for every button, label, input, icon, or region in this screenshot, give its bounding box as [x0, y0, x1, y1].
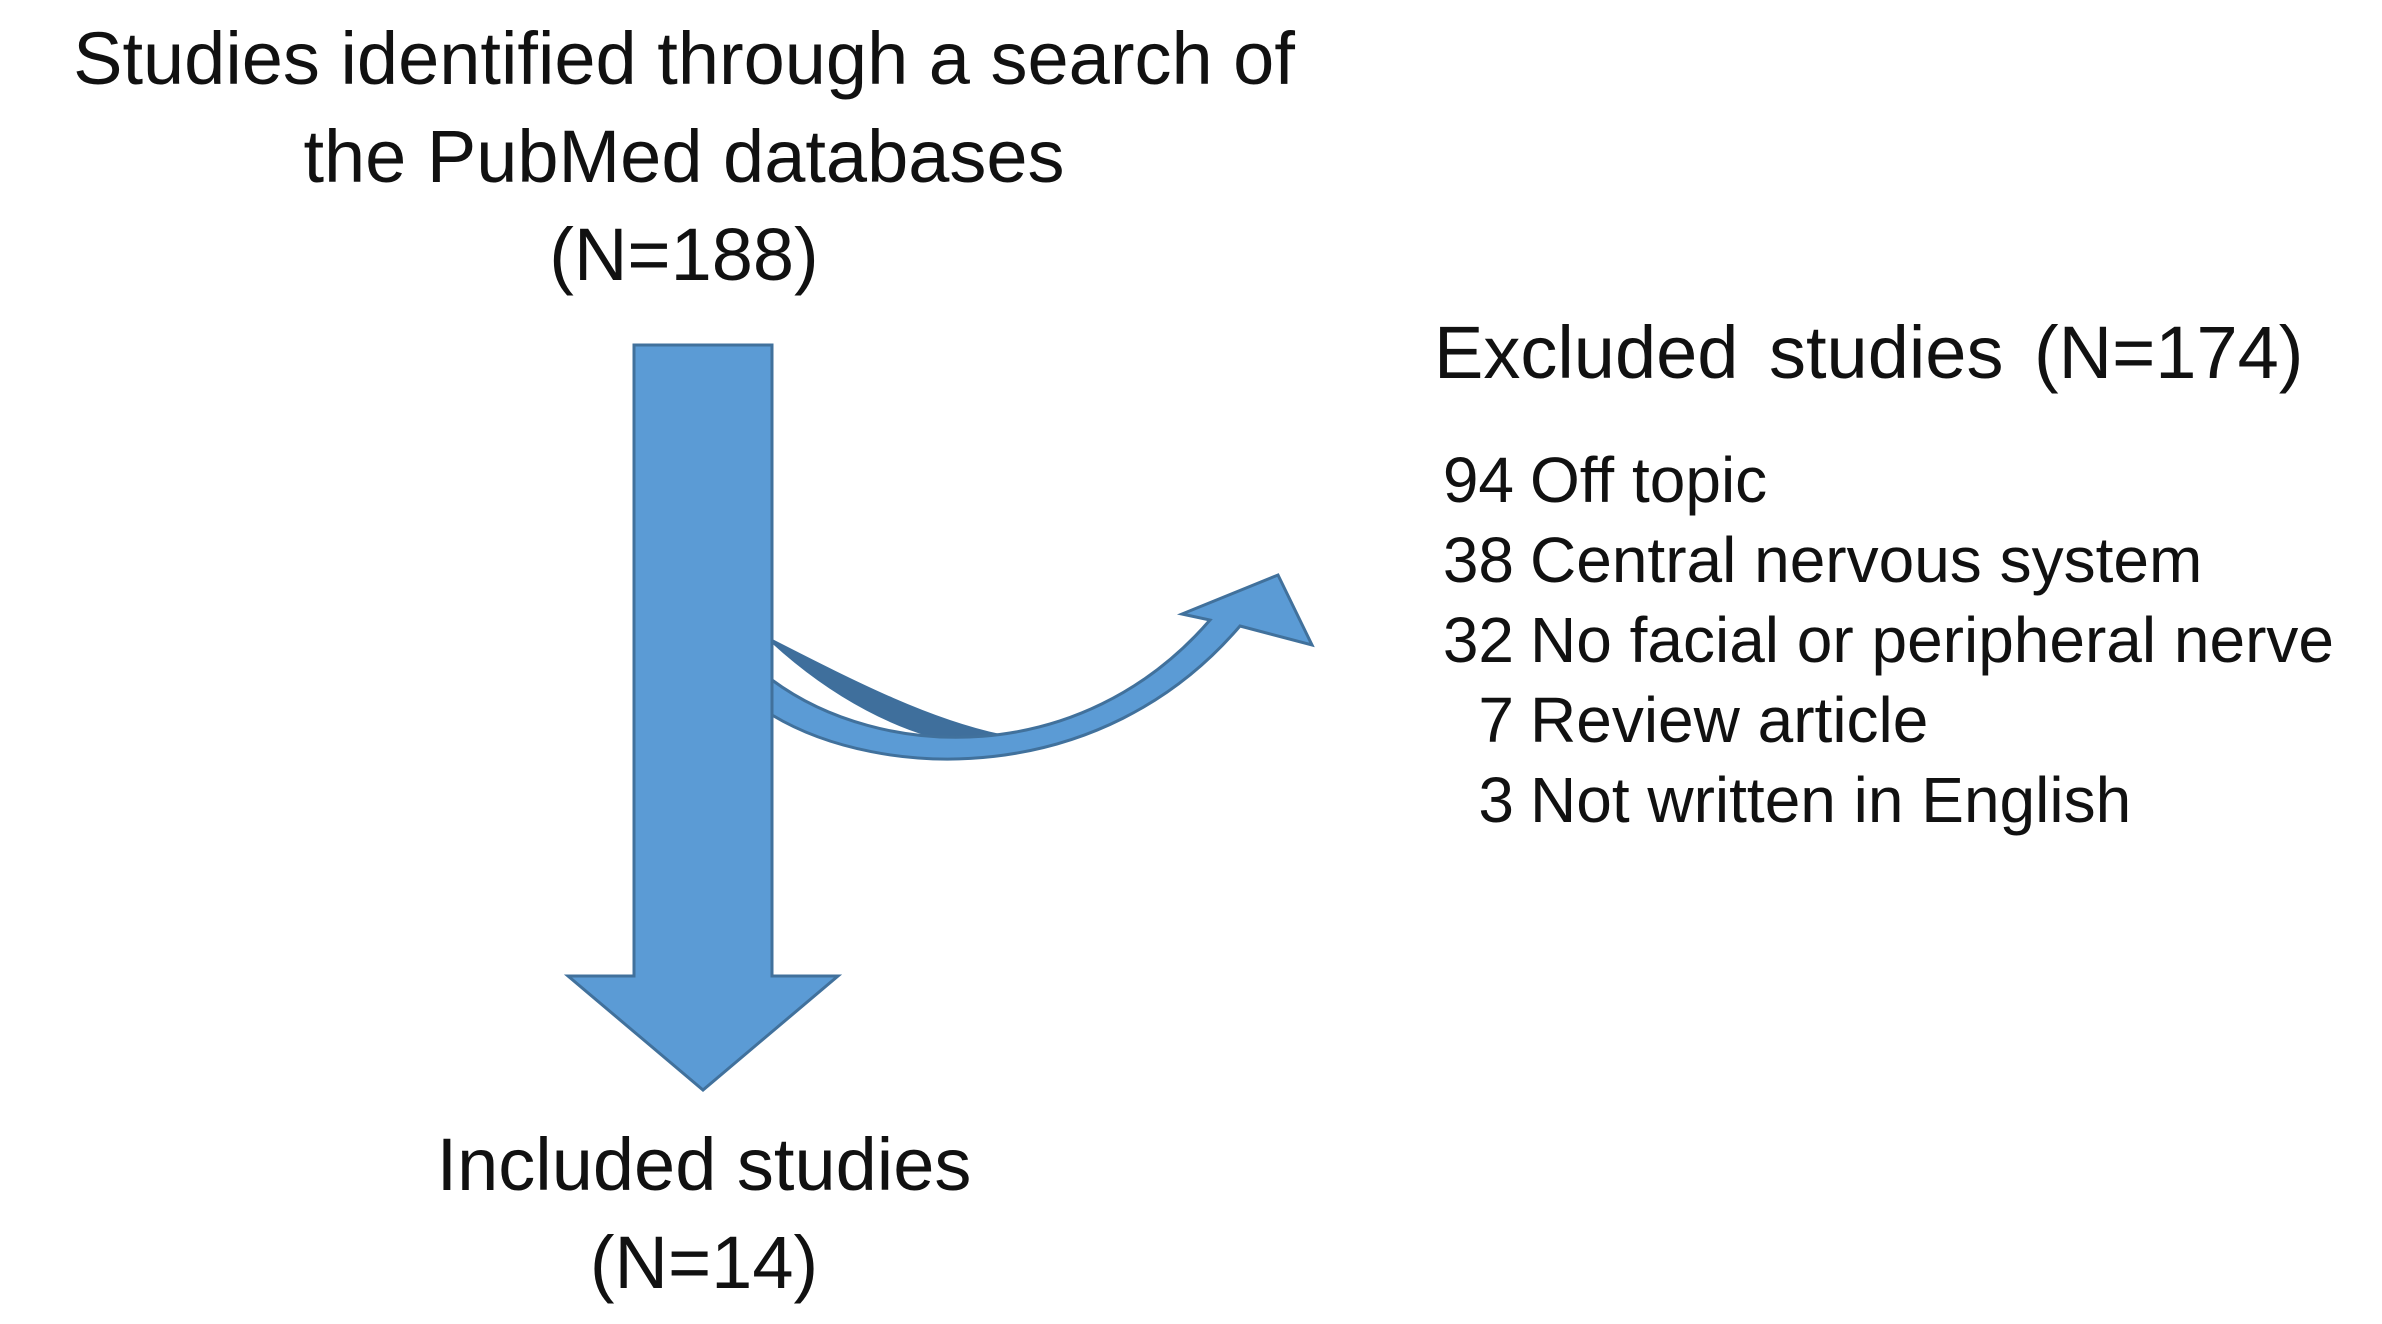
source-count: (N=188) — [549, 213, 819, 296]
reason-label: Not written in English — [1530, 764, 2132, 836]
reason-count: 94 — [1442, 444, 1514, 516]
reason-count: 32 — [1442, 604, 1514, 676]
exclusion-arrow — [770, 573, 1315, 761]
reason-label: No facial or peripheral nerve — [1530, 604, 2334, 676]
included-label: Included studies — [436, 1123, 972, 1206]
reason-count: 3 — [1478, 764, 1514, 836]
included-count: (N=14) — [589, 1221, 819, 1304]
source-studies-box: Studies identified through a search of t… — [0, 10, 1368, 304]
excluded-studies-title: Excluded studies (N=174) — [1434, 311, 2304, 394]
reason-label: Off topic — [1530, 444, 1768, 516]
inclusion-arrow — [563, 343, 843, 1092]
source-line-1: Studies identified through a search of — [73, 17, 1295, 100]
reason-label: Central nervous system — [1530, 524, 2203, 596]
reason-count: 38 — [1442, 524, 1514, 596]
included-studies-box: Included studies (N=14) — [300, 1116, 1108, 1312]
source-line-2: the PubMed databases — [303, 115, 1065, 198]
reason-label: Review article — [1530, 684, 1929, 756]
reason-count: 7 — [1478, 684, 1514, 756]
